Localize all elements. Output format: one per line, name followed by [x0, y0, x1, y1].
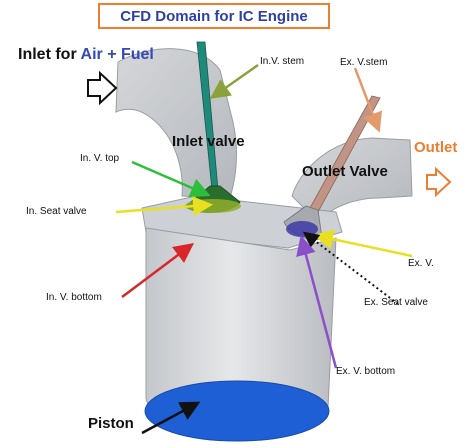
inlet-valve-label: Inlet valve	[172, 133, 245, 150]
inlet-arrow-icon	[87, 70, 118, 106]
outlet-valve-label: Outlet Valve	[302, 163, 388, 180]
arrow-ex-seat-valve	[302, 231, 399, 305]
ex-v-bottom-label: Ex. V. bottom	[336, 366, 396, 377]
ex-v-label: Ex. V.	[408, 258, 434, 269]
inlet-label-prefix: Inlet for	[18, 46, 81, 63]
arrow-ex-v-bottom	[296, 235, 338, 369]
diagram-title: CFD Domain for IC Engine	[98, 3, 330, 29]
arrow-in-v-stem	[209, 63, 259, 99]
in-v-top-label: In. V. top	[80, 153, 120, 164]
outlet-label: Outlet	[414, 139, 458, 156]
in-v-bottom-label: In. V. bottom	[46, 292, 102, 303]
inlet-label: Inlet for Air + Fuel	[18, 46, 154, 64]
piston-label: Piston	[88, 415, 134, 432]
outlet-arrow-icon	[426, 166, 452, 198]
inlet-label-highlight: Air + Fuel	[80, 46, 154, 63]
in-v-stem-label: In.V. stem	[260, 56, 305, 67]
ex-seat-valve-label: Ex. Seat valve	[364, 297, 428, 308]
ex-v-stem-label: Ex. V.stem	[340, 57, 388, 68]
exhaust-valve-seat	[286, 221, 318, 237]
arrow-in-seat-valve	[115, 196, 213, 217]
intake-port	[115, 48, 237, 199]
arrow-piston	[141, 401, 201, 435]
arrow-ex-v-stem	[353, 67, 382, 133]
arrow-in-v-top	[131, 160, 211, 198]
arrow-ex-v	[313, 229, 413, 258]
arrow-in-v-bottom	[121, 243, 194, 298]
in-seat-valve-label: In. Seat valve	[26, 206, 87, 217]
piston-face	[144, 380, 330, 442]
